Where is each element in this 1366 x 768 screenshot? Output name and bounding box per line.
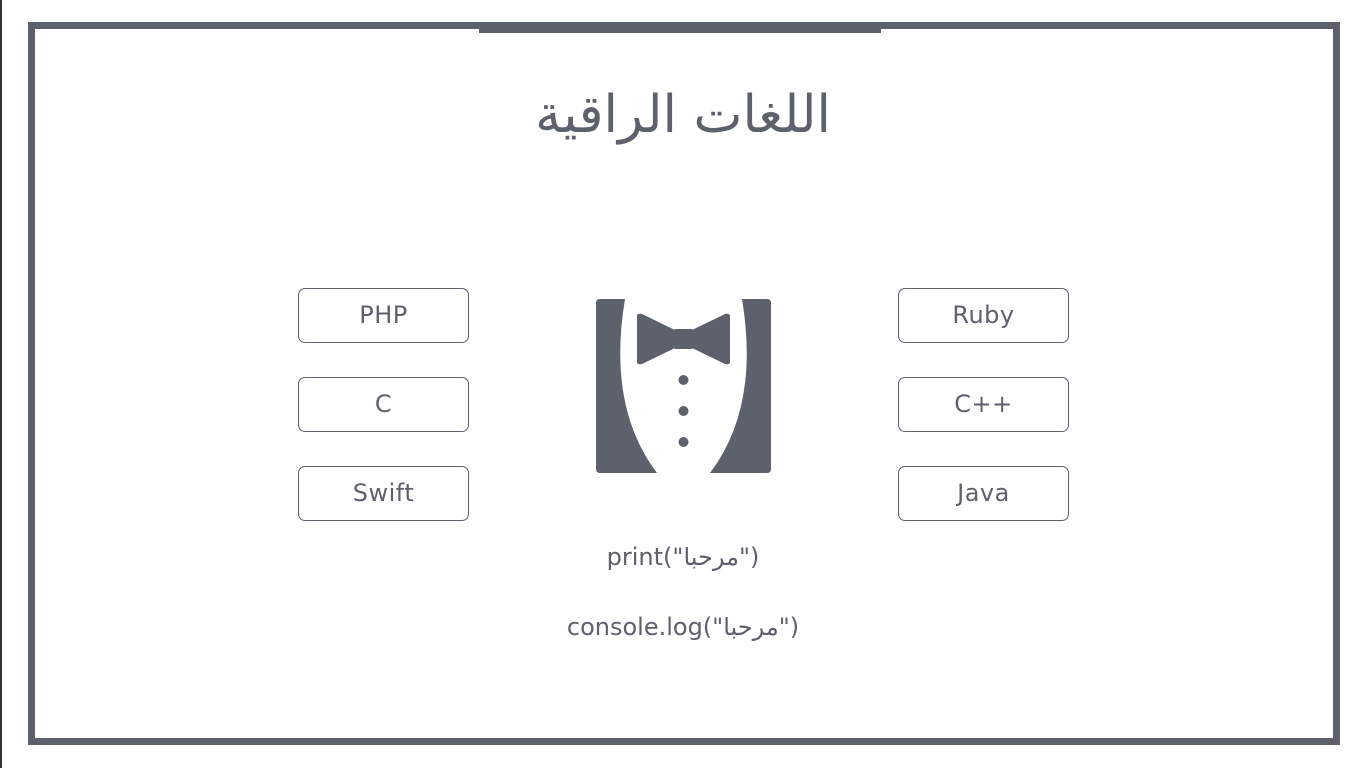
bowtie-right-wing (692, 313, 730, 365)
shirt-button-2 (678, 406, 689, 416)
window-edge (0, 0, 2, 768)
bowtie-knot (673, 329, 694, 349)
top-accent-bar (479, 24, 881, 33)
language-box-php[interactable]: PHP (298, 288, 469, 343)
slide-title: اللغات الراقية (535, 85, 831, 145)
bowtie-left-wing (637, 313, 675, 365)
tuxedo-right-lapel (710, 299, 771, 473)
tuxedo-bowtie-icon (596, 299, 771, 473)
shirt-button-1 (678, 375, 689, 385)
tuxedo-left-lapel (596, 299, 657, 473)
code-sample-print: print("مرحبا") (606, 543, 760, 571)
language-box-cpp[interactable]: C++ (898, 377, 1069, 432)
language-box-java[interactable]: Java (898, 466, 1069, 521)
code-sample-console-log: console.log("مرحبا") (566, 613, 800, 641)
shirt-button-3 (678, 437, 689, 447)
language-box-swift[interactable]: Swift (298, 466, 469, 521)
language-box-c[interactable]: C (298, 377, 469, 432)
language-box-ruby[interactable]: Ruby (898, 288, 1069, 343)
